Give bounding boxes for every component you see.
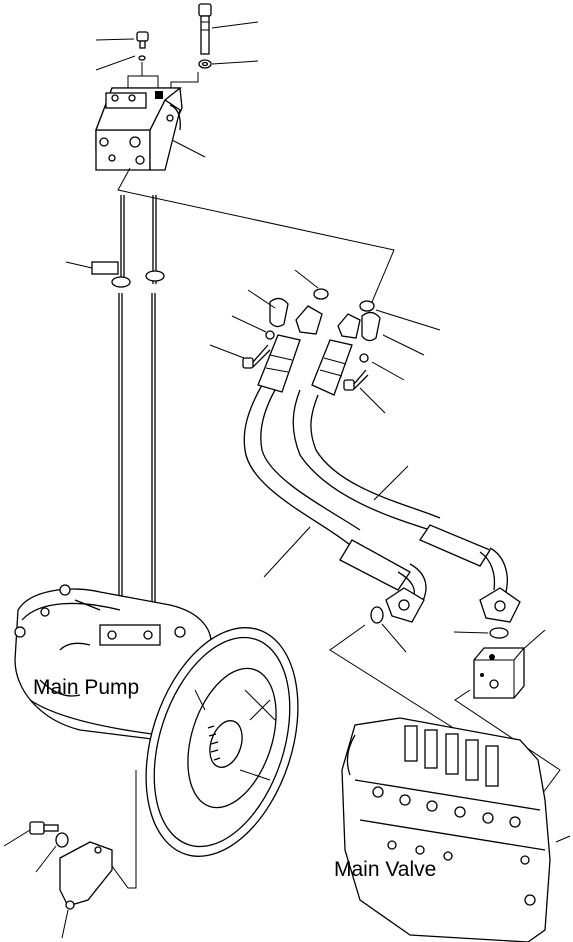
pilot-pipes	[65, 167, 395, 640]
main-pump-label: Main Pump	[33, 676, 140, 699]
top-valve-block	[95, 3, 212, 171]
hose-assembly	[242, 288, 521, 639]
main-pump	[14, 584, 299, 857]
main-valve-label: Main Valve	[334, 858, 437, 881]
bracket-bolt	[3, 770, 137, 939]
small-block	[473, 647, 525, 699]
top-leader-lines	[95, 21, 259, 158]
main-valve	[341, 717, 571, 942]
hose-leader-lines	[209, 269, 546, 653]
